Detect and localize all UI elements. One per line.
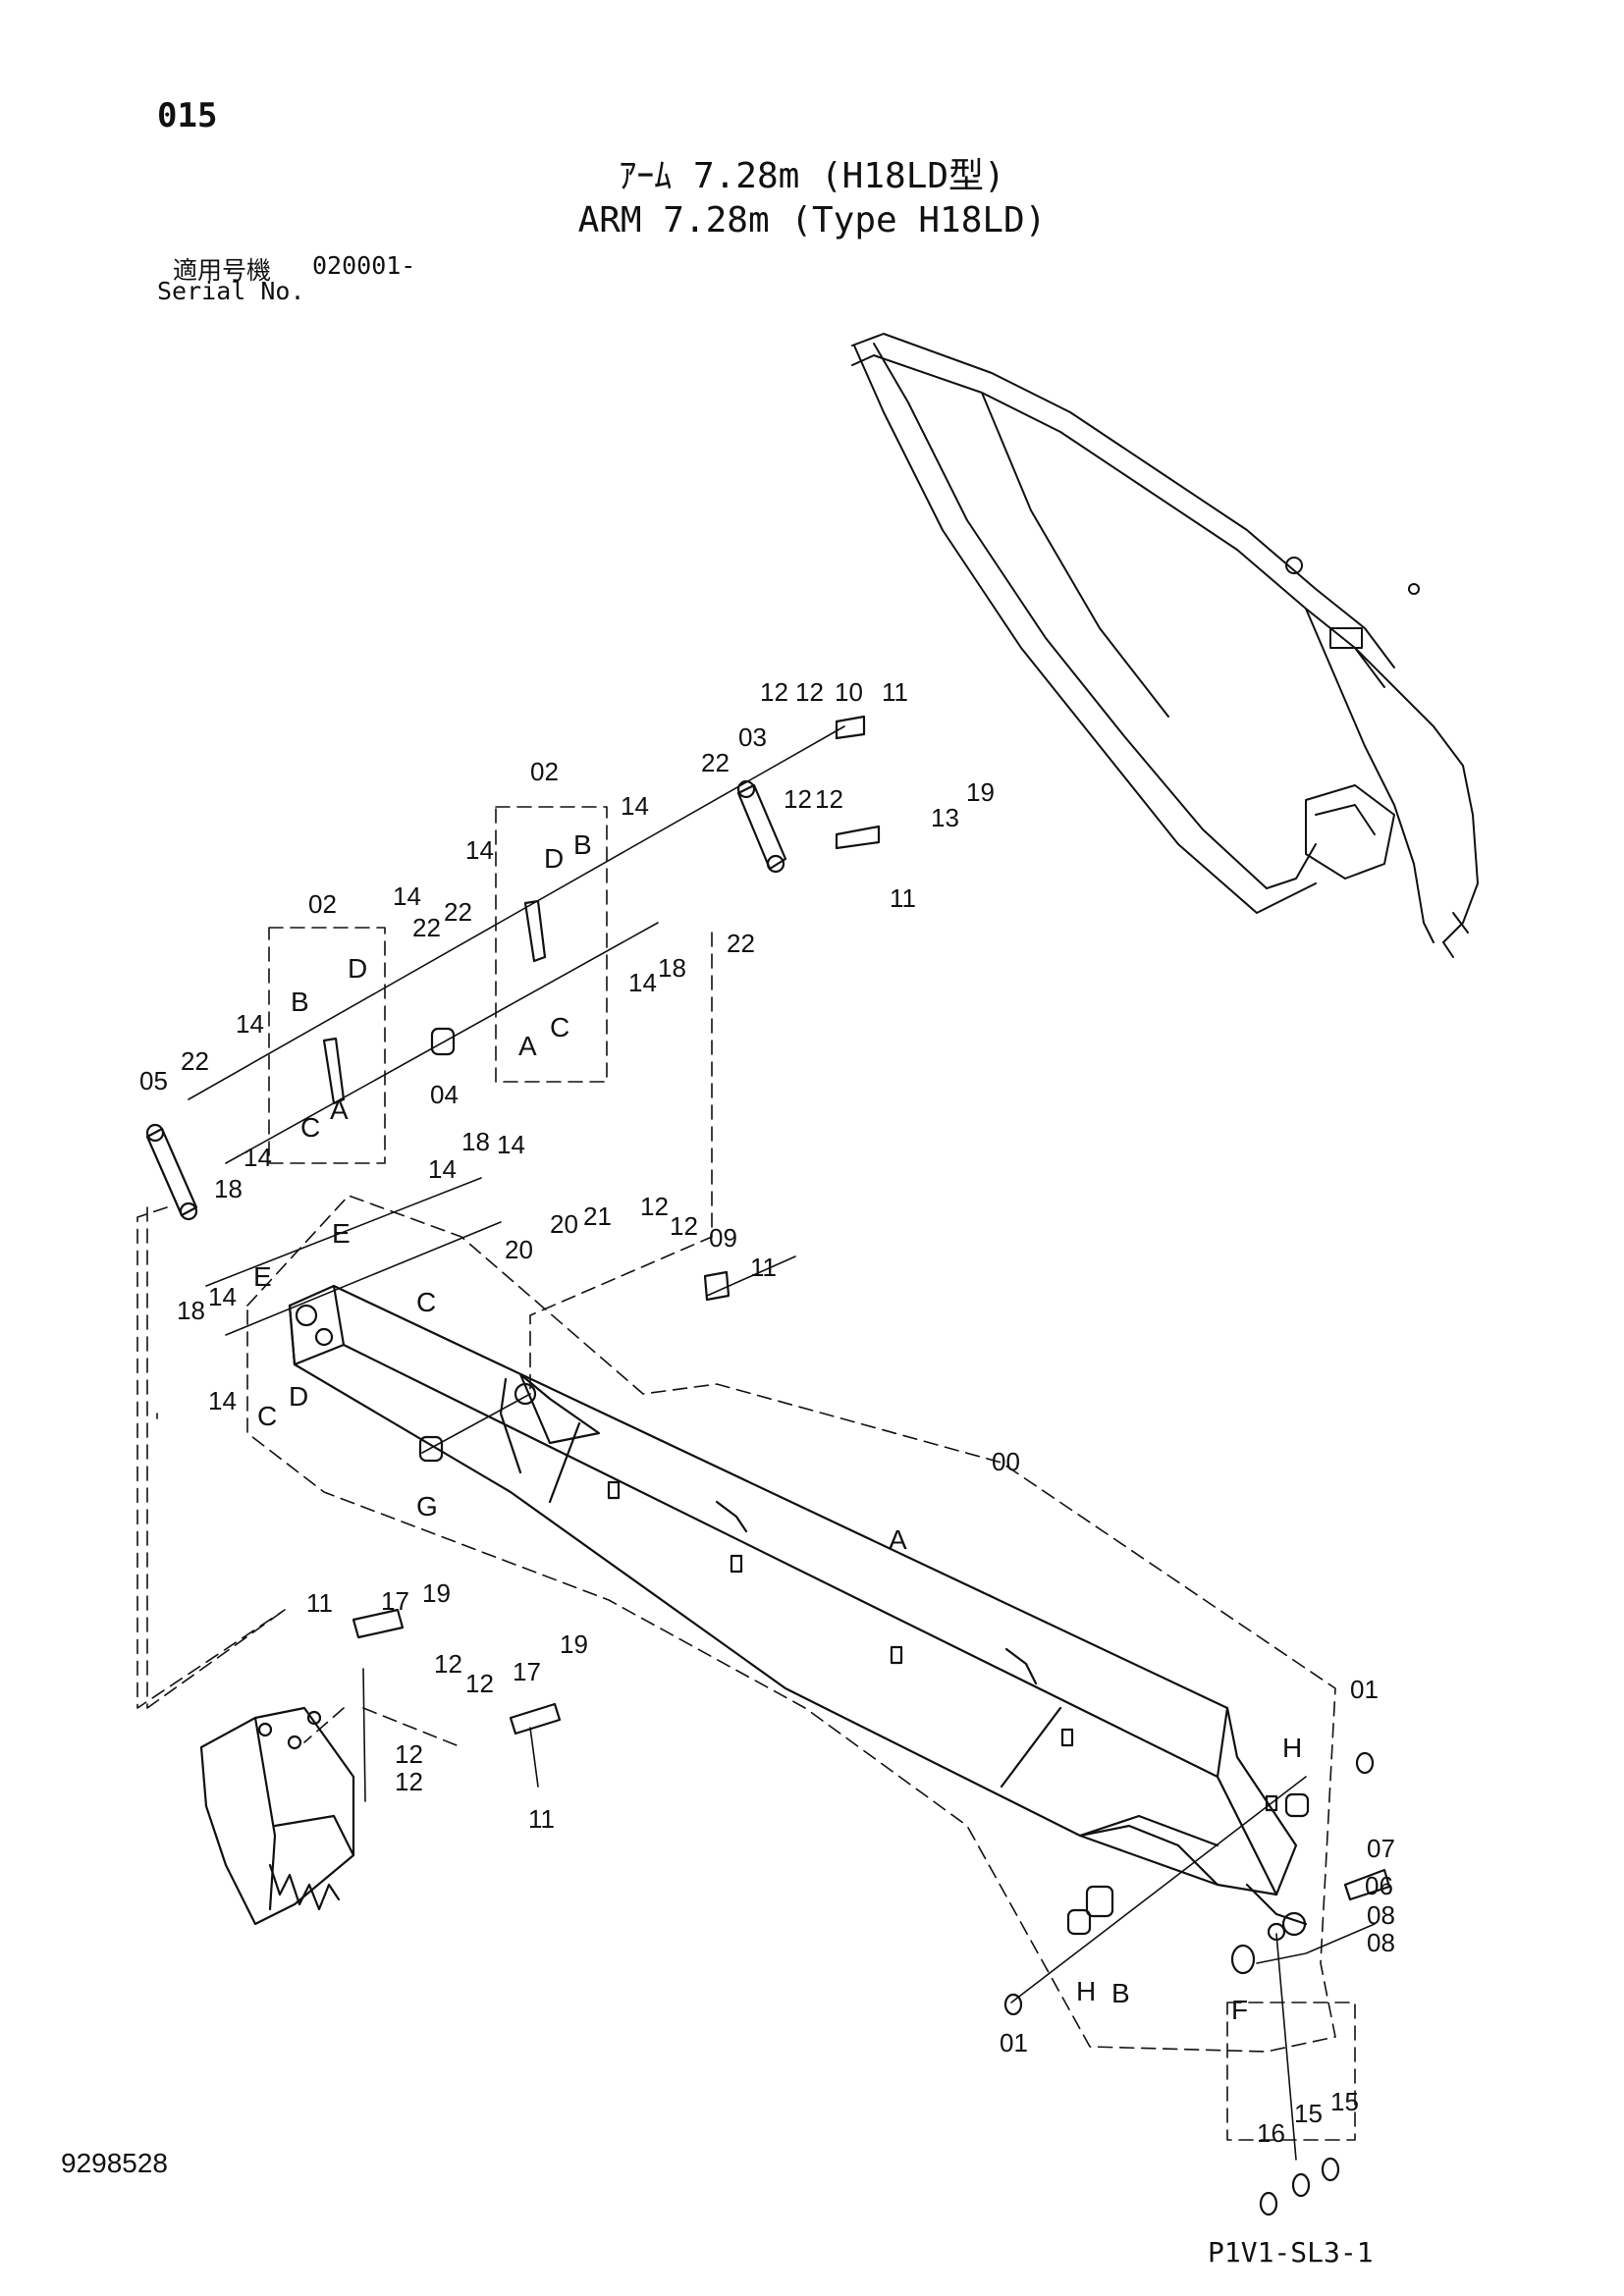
callout-18: 18 — [461, 1127, 490, 1156]
link-letter-a: A — [889, 1524, 907, 1555]
arm-body — [288, 1284, 1308, 1942]
callout-09: 09 — [709, 1223, 737, 1253]
document-number: 9298528 — [61, 2148, 169, 2178]
link-letter-d: D — [348, 953, 367, 984]
callout-18: 18 — [214, 1174, 243, 1203]
serial-label-japanese: 適用号機 — [173, 256, 272, 285]
link-letter-c: C — [257, 1401, 277, 1431]
callout-08: 08 — [1367, 1928, 1395, 1957]
callout-08: 08 — [1367, 1900, 1395, 1930]
callout-12: 12 — [640, 1192, 669, 1221]
callout-07: 07 — [1367, 1834, 1395, 1863]
link-letter-a: A — [330, 1095, 349, 1125]
link-letter-c: C — [300, 1112, 320, 1143]
callout-12: 12 — [795, 677, 824, 707]
callout-22: 22 — [412, 913, 441, 942]
callout-21: 21 — [583, 1201, 612, 1231]
callout-22: 22 — [701, 748, 730, 777]
callout-18: 18 — [658, 953, 686, 983]
callout-04: 04 — [430, 1080, 459, 1109]
callout-02: 02 — [308, 889, 337, 919]
callout-02: 02 — [530, 757, 559, 786]
grouping-boxes — [136, 806, 1356, 2141]
callout-12: 12 — [670, 1211, 698, 1241]
callout-12: 12 — [784, 784, 812, 814]
callout-14: 14 — [208, 1282, 237, 1311]
callout-00: 00 — [992, 1447, 1020, 1476]
link-letter-h: H — [1282, 1733, 1302, 1763]
link-parts — [145, 715, 1391, 2216]
callout-03: 03 — [738, 722, 767, 752]
link-letter-d: D — [544, 843, 564, 874]
callout-18: 18 — [177, 1296, 205, 1325]
callout-12: 12 — [395, 1767, 423, 1796]
callout-12: 12 — [434, 1649, 462, 1679]
callout-01: 01 — [1000, 2028, 1028, 2057]
callout-17: 17 — [381, 1586, 409, 1616]
serial-label-english: Serial No. — [157, 277, 305, 305]
callout-22: 22 — [727, 929, 755, 958]
callout-16: 16 — [1257, 2118, 1285, 2148]
callout-19: 19 — [966, 777, 995, 807]
callout-15: 15 — [1330, 2087, 1359, 2116]
callout-11: 11 — [890, 883, 916, 913]
callout-20: 20 — [550, 1209, 578, 1239]
callout-22: 22 — [444, 897, 472, 927]
link-letter-b: B — [573, 829, 592, 860]
callout-22: 22 — [181, 1046, 209, 1076]
callout-19: 19 — [560, 1629, 588, 1659]
callout-12: 12 — [395, 1739, 423, 1769]
callout-20: 20 — [505, 1235, 533, 1264]
callout-14: 14 — [208, 1386, 237, 1415]
link-letter-f: F — [1231, 1995, 1248, 2025]
callout-12: 12 — [760, 677, 788, 707]
link-letter-e: E — [253, 1261, 272, 1292]
link-letter-g: G — [416, 1491, 438, 1522]
link-letter-b: B — [291, 987, 309, 1017]
callout-14: 14 — [428, 1154, 457, 1184]
link-letter-b: B — [1111, 1978, 1130, 2008]
bucket-sketch — [199, 1706, 355, 1926]
link-letter-e: E — [332, 1218, 351, 1249]
callout-11: 11 — [306, 1588, 333, 1618]
callout-labels: 00 01 01 02 02 03 04 05 06 07 08 08 09 1… — [139, 677, 1395, 2148]
link-letter-d: D — [289, 1381, 308, 1412]
callout-17: 17 — [513, 1657, 541, 1686]
title-japanese: ｱｰﾑ 7.28m (H18LD型) — [619, 156, 1005, 196]
callout-12: 12 — [815, 784, 843, 814]
page-number: 015 — [157, 96, 218, 135]
callout-14: 14 — [244, 1143, 272, 1172]
serial-range: 020001- — [312, 251, 416, 280]
callout-14: 14 — [465, 835, 494, 865]
sheet-code: P1V1-SL3-1 — [1208, 2236, 1374, 2269]
callout-12: 12 — [465, 1669, 494, 1698]
callout-10: 10 — [835, 677, 863, 707]
callout-14: 14 — [236, 1009, 264, 1039]
callout-05: 05 — [139, 1066, 168, 1095]
link-letter-c: C — [416, 1287, 436, 1317]
link-letters: A A A B B B C C C C D D D E E F G H H — [253, 829, 1302, 2025]
callout-11: 11 — [750, 1253, 777, 1282]
callout-11: 11 — [528, 1804, 555, 1834]
link-letter-a: A — [518, 1031, 537, 1061]
callout-14: 14 — [621, 791, 649, 821]
callout-06: 06 — [1365, 1871, 1393, 1900]
title-english: ARM 7.28m (Type H18LD) — [577, 200, 1047, 240]
excavator-reference-sketch — [851, 333, 1479, 958]
callout-14: 14 — [497, 1130, 525, 1159]
callout-19: 19 — [422, 1578, 451, 1608]
center-lines — [188, 725, 1376, 2161]
callout-15: 15 — [1294, 2099, 1323, 2128]
callout-01: 01 — [1350, 1675, 1379, 1704]
callout-11: 11 — [882, 677, 908, 707]
callout-14: 14 — [628, 968, 657, 997]
link-letter-h: H — [1076, 1976, 1096, 2006]
callout-14: 14 — [393, 881, 421, 911]
link-letter-c: C — [550, 1012, 569, 1042]
callout-13: 13 — [931, 803, 959, 832]
